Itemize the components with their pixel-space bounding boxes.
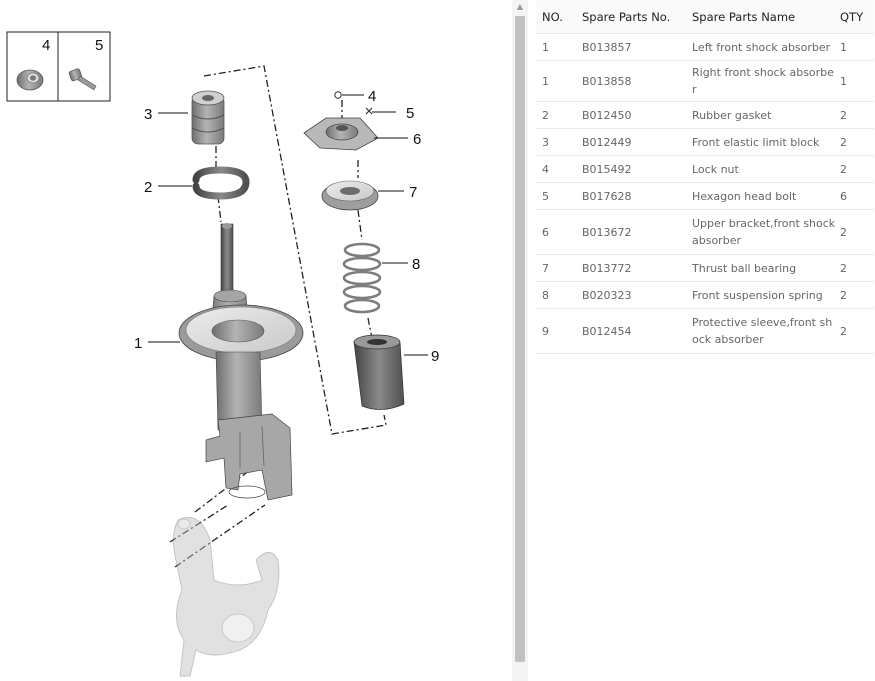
hexagon-bolt-icon — [68, 68, 97, 91]
cell-qty: 2 — [836, 308, 874, 354]
thrust-bearing-part — [321, 180, 379, 211]
cell-part-no: B013857 — [576, 33, 686, 61]
bolt-part — [365, 107, 373, 115]
inset-box: 4 5 — [6, 31, 111, 102]
cell-qty: 2 — [836, 128, 874, 156]
header-part-name: Spare Parts Name — [686, 0, 836, 34]
table-row[interactable]: 8 B020323 Front suspension spring 2 — [536, 281, 874, 309]
parts-diagram: 4 5 — [6, 31, 440, 677]
rubber-gasket-part — [192, 166, 250, 200]
cell-part-no: B012449 — [576, 128, 686, 156]
cell-no: 8 — [536, 281, 576, 309]
cell-qty: 2 — [836, 101, 874, 129]
limit-block-part — [191, 90, 225, 145]
callout-8: 8 — [412, 256, 420, 273]
shock-absorber-strut-illustration — [178, 223, 304, 501]
table-row[interactable]: 9 B012454 Protective sleeve,front shock … — [536, 308, 874, 354]
cell-qty: 1 — [836, 60, 874, 102]
upper-bracket-part — [303, 117, 379, 151]
cell-part-name: Lock nut — [686, 155, 836, 183]
cell-qty: 1 — [836, 33, 874, 61]
assembly-leader-lines — [169, 65, 387, 568]
cell-part-no: B012450 — [576, 101, 686, 129]
cell-part-name: Front suspension spring — [686, 281, 836, 309]
table-row[interactable]: 2 B012450 Rubber gasket 2 — [536, 101, 874, 129]
scroll-up-arrow-icon[interactable]: ▲ — [516, 2, 524, 11]
callout-3: 3 — [144, 106, 152, 123]
cell-part-no: B020323 — [576, 281, 686, 309]
callout-leaders — [148, 94, 428, 356]
cell-qty: 2 — [836, 254, 874, 282]
cell-no: 6 — [536, 209, 576, 255]
cell-part-name: Upper bracket,front shock absorber — [686, 209, 836, 255]
cell-no: 5 — [536, 182, 576, 210]
cell-no: 2 — [536, 101, 576, 129]
cell-no: 3 — [536, 128, 576, 156]
cell-part-no: B017628 — [576, 182, 686, 210]
cell-part-name: Hexagon head bolt — [686, 182, 836, 210]
cell-part-name: Front elastic limit block — [686, 128, 836, 156]
cell-part-no: B013672 — [576, 209, 686, 255]
protective-sleeve-part — [353, 334, 405, 410]
cell-no: 1 — [536, 60, 576, 102]
table-row[interactable]: 5 B017628 Hexagon head bolt 6 — [536, 182, 874, 210]
callout-1: 1 — [134, 335, 142, 352]
cell-part-name: Thrust ball bearing — [686, 254, 836, 282]
inset-label-4: 4 — [42, 37, 50, 54]
cell-no: 9 — [536, 308, 576, 354]
callout-6: 6 — [413, 131, 421, 148]
callout-5: 5 — [406, 105, 414, 122]
cell-part-no: B015492 — [576, 155, 686, 183]
inset-label-5: 5 — [95, 37, 103, 54]
cell-no: 7 — [536, 254, 576, 282]
table-row[interactable]: 1 B013857 Left front shock absorber 1 — [536, 33, 874, 61]
diagram-scrollbar[interactable]: ▲ — [512, 0, 528, 681]
cell-part-no: B012454 — [576, 308, 686, 354]
cell-qty: 2 — [836, 209, 874, 255]
callout-7: 7 — [409, 184, 417, 201]
table-row[interactable]: 6 B013672 Upper bracket,front shock abso… — [536, 209, 874, 255]
callout-2: 2 — [144, 179, 152, 196]
scrollbar-thumb[interactable] — [515, 16, 525, 662]
cell-qty: 2 — [836, 155, 874, 183]
header-no: NO. — [536, 0, 576, 34]
cell-part-name: Rubber gasket — [686, 101, 836, 129]
table-row[interactable]: 3 B012449 Front elastic limit block 2 — [536, 128, 874, 156]
header-part-no: Spare Parts No. — [576, 0, 686, 34]
table-header-row: NO. Spare Parts No. Spare Parts Name QTY — [536, 0, 874, 34]
cell-part-name: Right front shock absorber — [686, 60, 836, 102]
table-row[interactable]: 4 B015492 Lock nut 2 — [536, 155, 874, 183]
callout-4: 4 — [368, 88, 376, 105]
parts-table: NO. Spare Parts No. Spare Parts Name QTY… — [536, 0, 874, 354]
cell-part-no: B013772 — [576, 254, 686, 282]
cell-qty: 6 — [836, 182, 874, 210]
steering-knuckle-illustration — [173, 517, 280, 677]
cell-part-name: Protective sleeve,front shock absorber — [686, 308, 836, 354]
cell-qty: 2 — [836, 281, 874, 309]
table-row[interactable]: 7 B013772 Thrust ball bearing 2 — [536, 254, 874, 282]
callout-9: 9 — [431, 348, 439, 365]
suspension-spring-part — [342, 242, 382, 314]
table-row[interactable]: 1 B013858 Right front shock absorber 1 — [536, 60, 874, 102]
cell-part-no: B013858 — [576, 60, 686, 102]
cell-part-name: Left front shock absorber — [686, 33, 836, 61]
lock-nut-part — [334, 91, 342, 99]
header-qty: QTY — [836, 0, 874, 34]
parts-table-panel: NO. Spare Parts No. Spare Parts Name QTY… — [536, 0, 874, 681]
lock-nut-icon — [16, 69, 44, 91]
cell-no: 4 — [536, 155, 576, 183]
cell-no: 1 — [536, 33, 576, 61]
